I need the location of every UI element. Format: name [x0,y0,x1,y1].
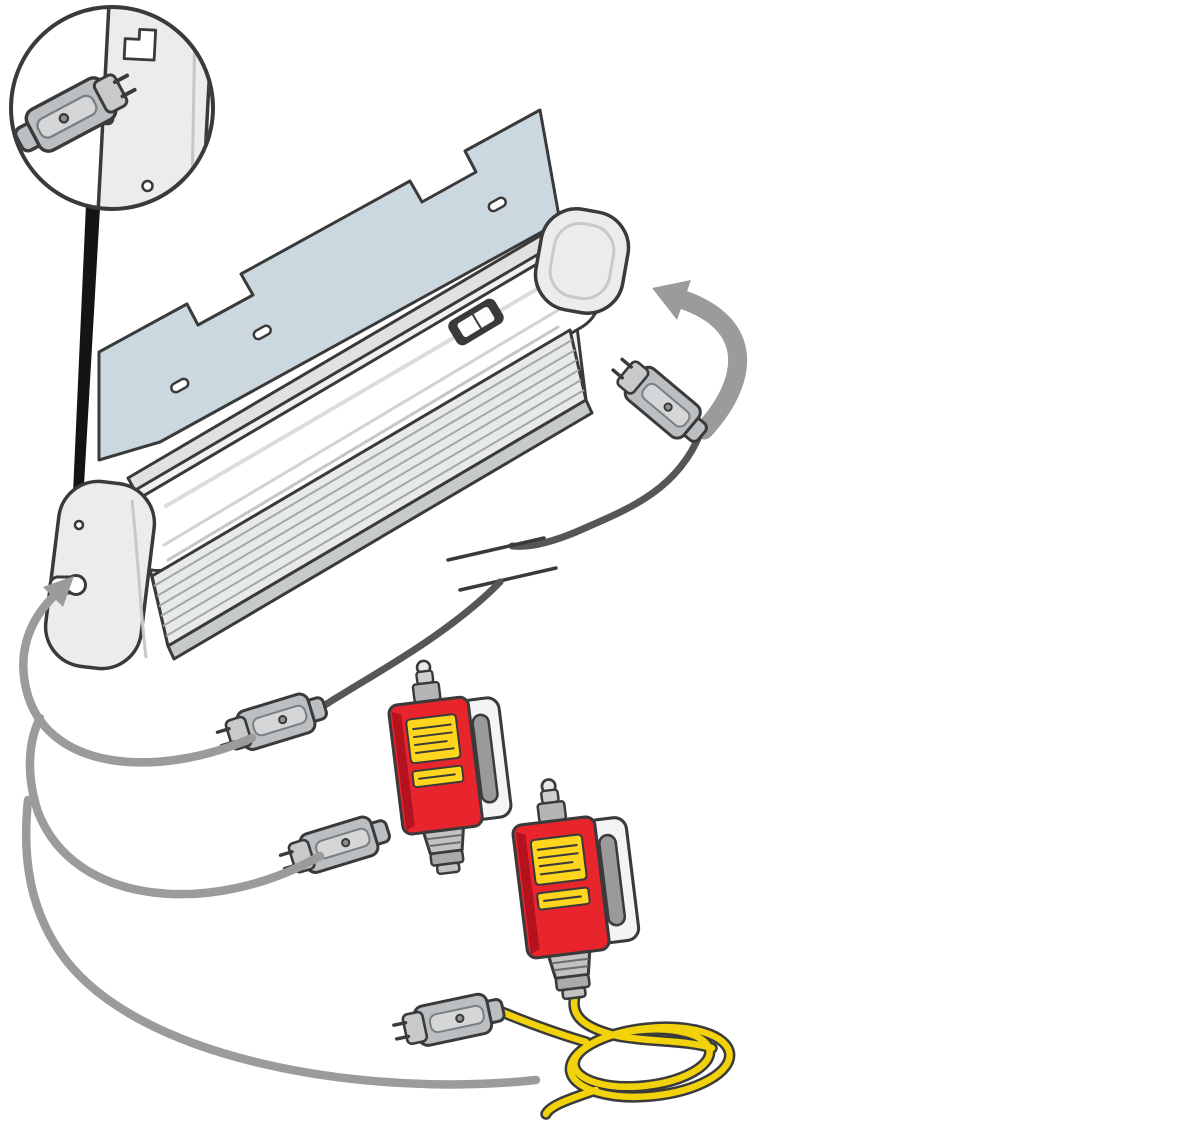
arrow-shaft [674,290,748,440]
power-plug [603,347,717,453]
end-cap-inner-line [130,499,148,659]
cord-lower-segment [318,578,504,711]
inset-border [9,5,215,211]
inline-connector-3 [389,987,509,1054]
tube-glass [121,257,599,569]
yellow-cord-core [498,992,733,1118]
callout-pointer [72,204,100,520]
right-end-cap [533,207,631,315]
tube-highlight [166,325,560,562]
end-cap-inner-line [548,221,616,301]
diffuser-rib [165,389,585,637]
routing-arc-3 [21,795,541,1089]
power-cord [318,430,704,711]
plate-slot-hole [487,196,507,213]
arrow-head [652,280,691,320]
cord-upper-segment [508,430,704,550]
pilot-hole [73,519,85,531]
rotation-arrow [652,280,748,440]
rocker-line [471,312,483,331]
break-mark [458,566,558,592]
end-cap [43,479,157,671]
left-end-cap [43,479,157,671]
fixture-bottom-edge [166,398,594,661]
diffuser-rib [153,339,573,587]
plate-slot-hole [170,377,190,394]
routing-arrows [19,576,541,1089]
diffuser-rib [156,349,576,597]
mounting-plate [97,108,562,462]
inset-detail-view [9,5,215,211]
power-switch [448,298,504,346]
plate-slot-hole [252,324,272,341]
routing-arc-2 [25,713,325,899]
limit-switch-2 [505,769,648,1005]
yellow-cord [496,990,736,1120]
limit-switch-1 [381,650,520,880]
routing-arrow-head [43,576,74,607]
mounting-hook-slot [122,27,158,62]
diffuser-rib [158,359,578,607]
slab-hole [141,179,154,193]
diffuser-rib [160,369,580,617]
plate-panel [97,108,562,462]
diffuser-rib [162,379,582,627]
light-fixture [43,207,631,671]
break-mark [446,536,546,562]
cord-break-marks [446,536,558,592]
tube-highlight [162,307,562,547]
keyhole-fill [69,578,83,592]
